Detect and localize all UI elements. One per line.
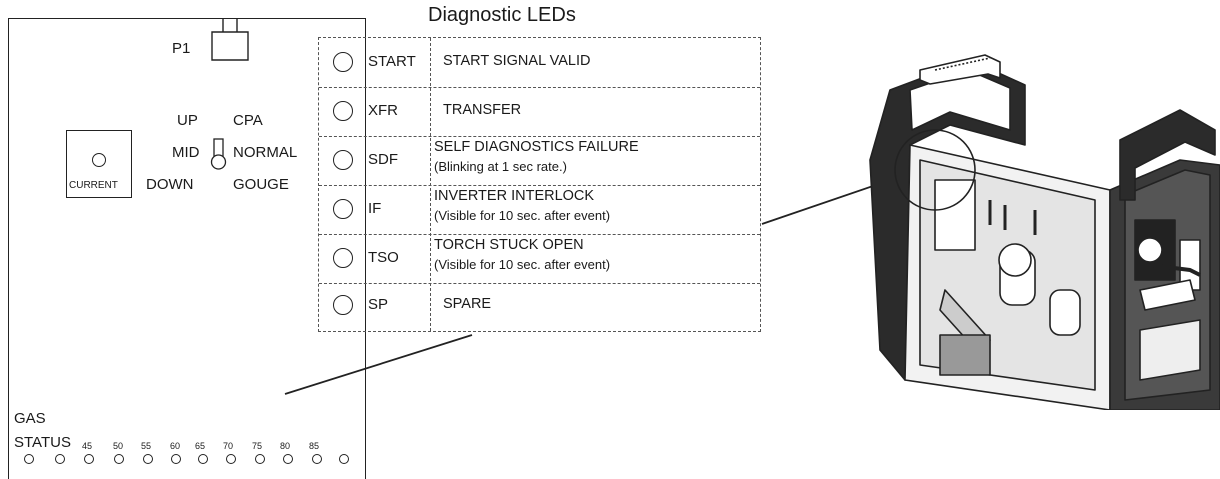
row-separator xyxy=(319,283,760,284)
gas-status-led xyxy=(339,454,349,464)
sp-led-icon xyxy=(333,295,353,315)
gas-status-led xyxy=(55,454,65,464)
row-separator xyxy=(319,136,760,137)
gas-status-led xyxy=(255,454,265,464)
led-detail: (Visible for 10 sec. after event) xyxy=(434,257,611,272)
led-code: TSO xyxy=(368,249,399,266)
gas-status-led xyxy=(143,454,153,464)
mode-switch-icon xyxy=(210,138,227,170)
gas-status-led xyxy=(114,454,124,464)
led-description: TORCH STUCK OPEN xyxy=(434,237,584,253)
p1-label: P1 xyxy=(172,40,191,57)
gas-status-led xyxy=(312,454,322,464)
sdf-led-icon xyxy=(333,150,353,170)
switch-cpa-label: CPA xyxy=(233,112,263,129)
pressure-75: 75 xyxy=(252,441,263,451)
diagnostic-led-table: START START SIGNAL VALID XFR TRANSFER SD… xyxy=(318,37,761,332)
gas-status-led xyxy=(198,454,208,464)
xfr-led-icon xyxy=(333,101,353,121)
led-description: START SIGNAL VALID xyxy=(443,53,591,69)
led-code: SP xyxy=(368,296,389,313)
current-knob-icon xyxy=(92,153,106,167)
led-detail: (Visible for 10 sec. after event) xyxy=(434,208,611,223)
pressure-45: 45 xyxy=(82,441,93,451)
gas-label: GAS xyxy=(14,410,46,427)
switch-mid-label: MID xyxy=(172,144,200,161)
plasma-cutter-illustration xyxy=(869,54,1220,410)
diagram-title: Diagnostic LEDs xyxy=(428,4,576,26)
led-code: IF xyxy=(368,200,382,217)
row-separator xyxy=(319,87,760,88)
led-description: INVERTER INTERLOCK xyxy=(434,188,595,204)
pressure-70: 70 xyxy=(223,441,234,451)
pressure-50: 50 xyxy=(113,441,124,451)
row-separator xyxy=(319,234,760,235)
led-description: TRANSFER xyxy=(443,102,522,118)
pressure-55: 55 xyxy=(141,441,152,451)
gas-status-led xyxy=(226,454,236,464)
tso-led-icon xyxy=(333,248,353,268)
led-code: SDF xyxy=(368,151,398,168)
gas-status-led xyxy=(283,454,293,464)
gas-status-led xyxy=(24,454,34,464)
led-code: XFR xyxy=(368,102,398,119)
pressure-65: 65 xyxy=(195,441,206,451)
table-divider xyxy=(430,38,431,331)
gas-status-led xyxy=(84,454,94,464)
switch-down-label: DOWN xyxy=(146,176,194,193)
switch-up-label: UP xyxy=(177,112,198,129)
if-led-icon xyxy=(333,199,353,219)
start-led-icon xyxy=(333,52,353,72)
row-separator xyxy=(319,185,760,186)
led-detail: (Blinking at 1 sec rate.) xyxy=(434,159,567,174)
led-description: SPARE xyxy=(443,296,492,312)
control-board-outline xyxy=(8,18,366,479)
current-label: CURRENT xyxy=(69,180,118,191)
p1-connector-icon xyxy=(211,18,249,61)
led-code: START xyxy=(368,53,416,70)
switch-normal-label: NORMAL xyxy=(233,144,298,161)
pressure-85: 85 xyxy=(309,441,320,451)
current-knob-box xyxy=(66,130,132,198)
pressure-60: 60 xyxy=(170,441,181,451)
status-label: STATUS xyxy=(14,434,71,451)
switch-gouge-label: GOUGE xyxy=(233,176,289,193)
led-description: SELF DIAGNOSTICS FAILURE xyxy=(434,139,639,155)
gas-status-led xyxy=(171,454,181,464)
pressure-80: 80 xyxy=(280,441,291,451)
